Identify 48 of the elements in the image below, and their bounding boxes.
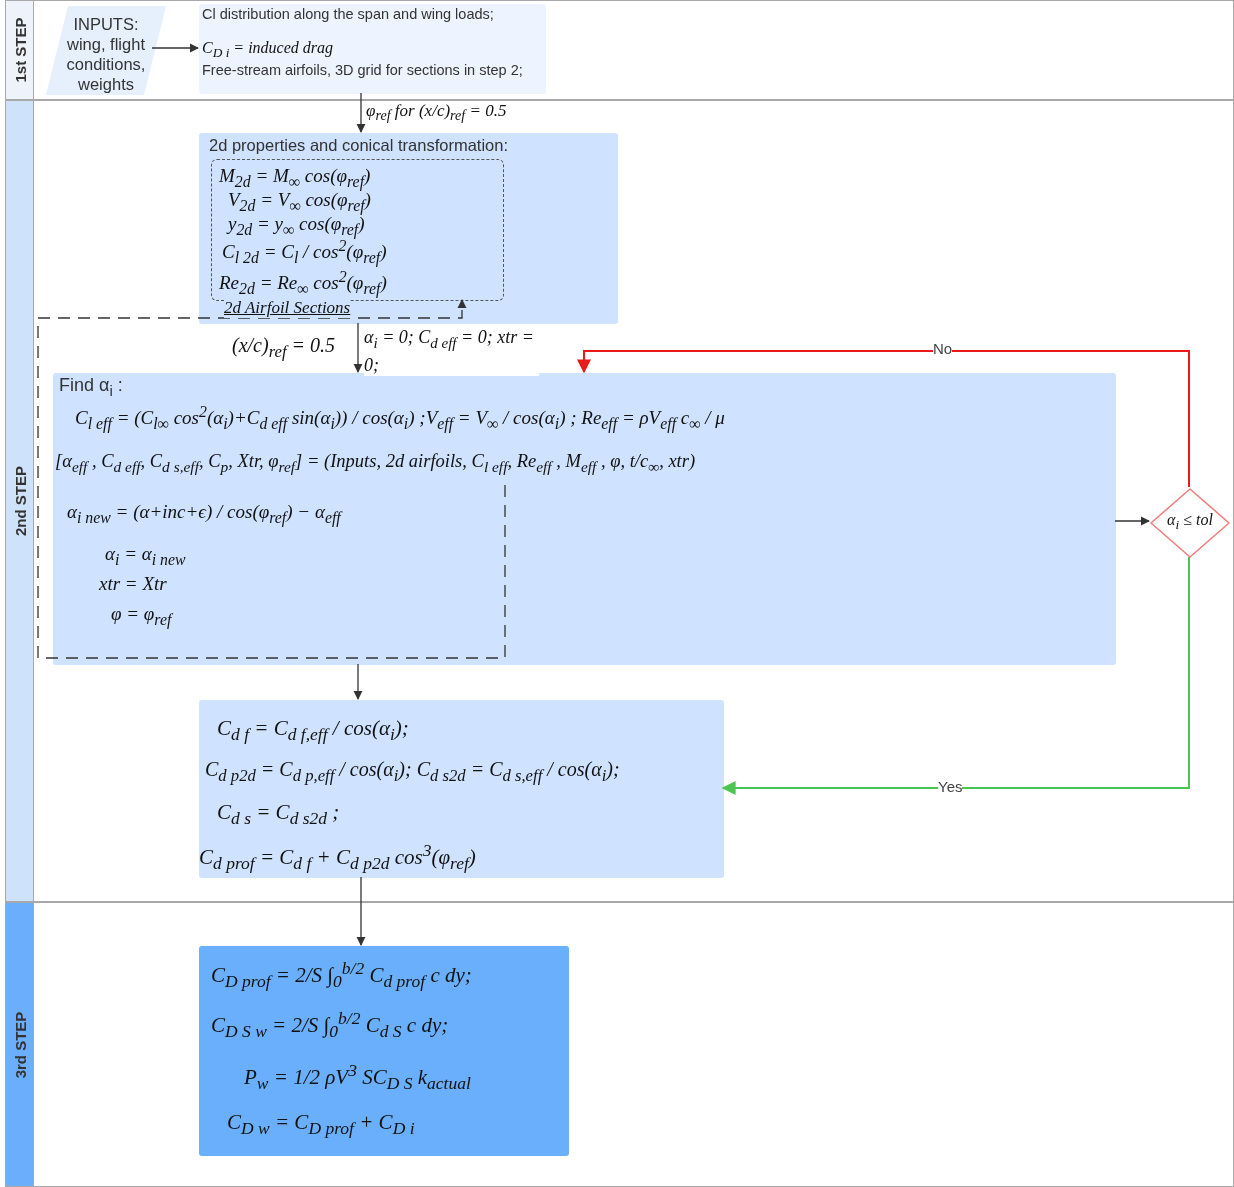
formula: φ = φ$_{ref}$ xyxy=(111,603,172,629)
box-heading: Find α$_{i}$ : xyxy=(59,375,123,399)
arrow xyxy=(353,322,363,373)
arrow xyxy=(1114,516,1150,526)
lane-title: 1st STEP xyxy=(11,17,28,83)
formula: P$_{w}$ = 1/2 ρV$^{3}$ SC$_{D S}$ k$_{actual}$ xyxy=(244,1060,471,1095)
formula: C$_{d s}$ = C$_{d s2d}$ ; xyxy=(217,800,340,830)
arrow xyxy=(577,350,1190,488)
formula: [α$_{eff}$ , C$_{d eff}$, C$_{d s,eff}$, C$_{p}$, Xtr, φ$_{ref}$] = (Inputs, 2d airfoils, C$_{l eff}$, Re$_{eff}$ , M$_{eff}$ , φ, t/c$_{∞}$, xtr) xyxy=(55,451,696,476)
box-text: Cl distribution along the span and wing loads; xyxy=(202,6,495,22)
swimlane xyxy=(5,100,1234,902)
process-box xyxy=(199,946,569,1156)
formula: M$_{2d}$ = M$_{∞}$ cos(φ$_{ref}$) xyxy=(219,165,371,191)
swimlane xyxy=(5,0,1234,100)
box-text: Free-stream airfoils, 3D grid for sections in step 2; xyxy=(202,62,523,78)
edge-label: φ$_{ref}$ for (x/c)$_{ref}$ = 0.5 xyxy=(366,101,507,125)
process-box xyxy=(53,373,1116,665)
decision-diamond xyxy=(1150,488,1230,558)
arrow xyxy=(356,876,366,946)
process-box xyxy=(199,700,724,878)
process-box xyxy=(199,4,546,94)
arrow xyxy=(151,43,199,53)
lane-title: 3rd STEP xyxy=(11,1011,28,1078)
condition-text: α$_{i}$ ≤ tol xyxy=(1166,511,1214,534)
input-text: INPUTS: wing, flight conditions, weights xyxy=(65,14,147,94)
arrow xyxy=(721,556,1190,795)
formula: C$_{d prof}$ = C$_{d f}$ + C$_{d p2d}$ cos$^{3}$(φ$_{ref}$) xyxy=(199,840,476,875)
formula: C$_{d f}$ = C$_{d f,eff}$ / cos(α$_{i}$); xyxy=(217,716,409,746)
dashed-arrow xyxy=(37,299,506,659)
formula: xtr = Xtr xyxy=(99,573,167,595)
formula: C$_{D w}$ = C$_{D prof}$ + C$_{D i}$ xyxy=(227,1110,415,1140)
formula: C$_{l eff}$ = (C$_{l∞}$ cos$^{2}$(α$_{i}$)+C$_{d eff}$ sin(α$_{i}$)) / cos(α$_{i}$) ;V$_{eff}$ = V$_{∞}$ / cos(α$_{i}$) ; Re$_{eff}$ = ρV$_{eff}$ c$_{∞}$ / μ xyxy=(75,403,725,434)
formula: α$_{i}$ = α$_{i new}$ xyxy=(105,543,186,569)
formula: Re$_{2d}$ = Re$_{∞}$ cos$^{2}$(φ$_{ref}$) xyxy=(219,268,387,299)
arrow xyxy=(353,663,363,700)
edge-label: 2d Airfoil Sections xyxy=(224,298,351,318)
process-box xyxy=(199,133,618,324)
formula: α$_{i new}$ = (α+inc+ϵ) / cos(φ$_{ref}$) − α$_{eff}$ xyxy=(67,501,341,527)
lane-title: 2nd STEP xyxy=(11,466,28,536)
formula: C$_{d p2d}$ = C$_{d p,eff}$ / cos(α$_{i}$); C$_{d s2d}$ = C$_{d s,eff}$ / cos(α$_{i}$); xyxy=(205,758,620,786)
formula: C$_{D prof}$ = 2/S ∫$_{0}$$^{b/2}$ C$_{d prof}$ c dy; xyxy=(211,958,472,993)
input-parallelogram xyxy=(46,6,166,95)
formula: C$_{D i}$ = induced drag xyxy=(202,39,333,62)
arrow xyxy=(356,92,366,133)
formula: C$_{D S w}$ = 2/S ∫$_{0}$$^{b/2}$ C$_{d S}$ c dy; xyxy=(211,1008,449,1043)
swimlane xyxy=(5,902,1234,1187)
annotation-text: (x/c)$_{ref}$ = 0.5 xyxy=(232,334,336,362)
box-heading: 2d properties and conical transformation: xyxy=(209,136,508,155)
